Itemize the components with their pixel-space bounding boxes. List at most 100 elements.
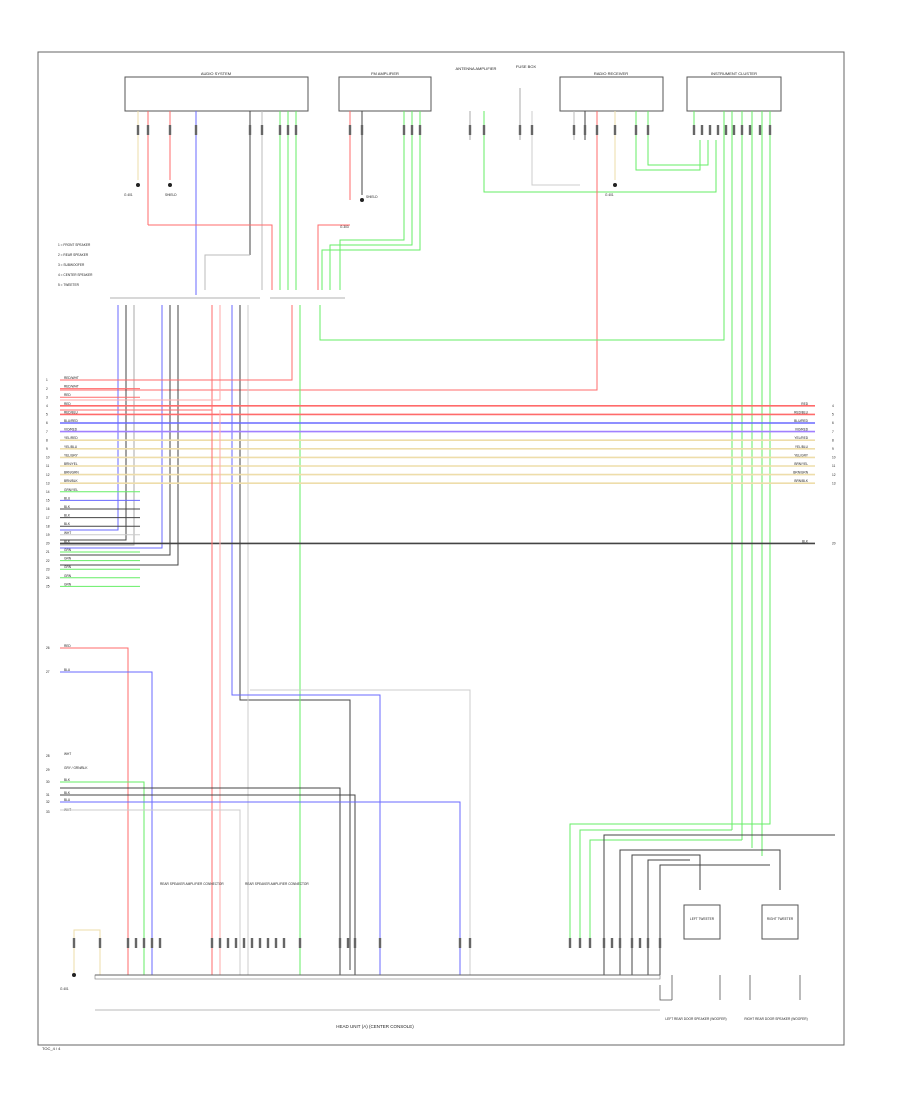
- bus-wire-label-left: RED/WHT: [64, 376, 79, 380]
- lower-row-number: 28: [46, 754, 50, 758]
- lower-row-number: 26: [46, 646, 50, 650]
- connector-pin: [634, 125, 638, 135]
- lower-wire-label: BLK: [64, 791, 71, 795]
- connector-pin: [748, 125, 752, 135]
- bus-wire-label-left: BRN/BLK: [64, 479, 79, 483]
- module-label: FM AMPLIFIER: [371, 71, 399, 76]
- head-unit-pin: [234, 938, 238, 948]
- connector-pin: [410, 125, 414, 135]
- head-unit-pin: [468, 938, 472, 948]
- head-unit-pin: [266, 938, 270, 948]
- top-left-grounds: G 401 SHIELD SHIELD G 303 G 401: [124, 183, 617, 229]
- lower-wire-label: BLU: [64, 798, 71, 802]
- ground-label: G 303: [340, 225, 349, 229]
- splice-drop-wires: [60, 305, 351, 975]
- bus-row-number: 2: [46, 387, 48, 391]
- head-unit-pin: [150, 938, 154, 948]
- bus-wire-label-left: GRN: [64, 582, 72, 586]
- bus-wire-label-left: YEL/GRY: [64, 453, 79, 457]
- left-tweeter: LEFT TWEETER: [683, 904, 721, 940]
- legend-item: 3 = SUBWOOFER: [58, 263, 85, 267]
- diagram-frame: [37, 51, 845, 1046]
- top-module-wires: [60, 88, 771, 945]
- bus-row-number: 12: [46, 473, 50, 477]
- lower-row-number: 33: [46, 810, 50, 814]
- bus-row-number: 25: [46, 585, 50, 589]
- bus-row-number: 24: [46, 576, 50, 580]
- connector-pin: [724, 125, 728, 135]
- head-unit-pin: [638, 938, 642, 948]
- connector-pin: [595, 125, 599, 135]
- head-unit-pin: [242, 938, 246, 948]
- connector-pin: [700, 125, 704, 135]
- bus-row-number-right: 11: [832, 464, 836, 468]
- ground-label: G 401: [60, 987, 69, 991]
- head-unit-pin: [218, 938, 222, 948]
- connector-pin: [168, 125, 172, 135]
- bus-wire-label-left: GRN: [64, 574, 72, 578]
- bus-wire-label-right: YEL/GRY: [794, 453, 809, 457]
- lower-wires: [60, 410, 471, 975]
- module-label: RADIO RECEIVER: [594, 71, 628, 76]
- connector-pin: [348, 125, 352, 135]
- head-unit-pin: [72, 938, 76, 948]
- bus-row-number: 19: [46, 533, 50, 537]
- connector-pin: [360, 125, 364, 135]
- connector-pin: [583, 125, 587, 135]
- lower-row-number: 30: [46, 780, 50, 784]
- bus-wire-label-left: BRN/YEL: [64, 462, 78, 466]
- head-unit-pin: [134, 938, 138, 948]
- lower-row-number: 32: [46, 800, 50, 804]
- connector-pin: [613, 125, 617, 135]
- bus-wire-label-left: BLK: [64, 514, 71, 518]
- head-unit-pin: [646, 938, 650, 948]
- legend-item: 4 = CENTER SPEAKER: [58, 273, 93, 277]
- legend-item: 2 = REAR SPEAKER: [58, 253, 89, 257]
- head-unit-pin: [210, 938, 214, 948]
- bus-row-number: 22: [46, 559, 50, 563]
- bottom-ground: G 401: [60, 973, 76, 991]
- head-unit-pin: [298, 938, 302, 948]
- connector-pin: [402, 125, 406, 135]
- head-unit-pin: [578, 938, 582, 948]
- connector-pin: [482, 125, 486, 135]
- bus-row-number: 3: [46, 395, 48, 399]
- legend-item: 1 = FRONT SPEAKER: [58, 243, 91, 247]
- head-unit-pin: [282, 938, 286, 948]
- connector-pin: [468, 125, 472, 135]
- bus-row-number: 14: [46, 490, 50, 494]
- footer-code: TOC_4 / 4: [42, 1046, 61, 1051]
- head-unit-pin: [258, 938, 262, 948]
- head-unit-pin: [126, 938, 130, 948]
- head-unit-pin: [98, 938, 102, 948]
- lower-row-number: 29: [46, 768, 50, 772]
- speaker-bracket: [659, 975, 801, 1001]
- bus-row-number: 11: [46, 464, 50, 468]
- speaker-label: LEFT TWEETER: [690, 917, 715, 921]
- connector-pin: [646, 125, 650, 135]
- head-unit-pin: [226, 938, 230, 948]
- bus-wire-label-right: BRN/GRN: [793, 471, 808, 475]
- bus-row-number: 6: [46, 421, 48, 425]
- module-label: INSTRUMENT CLUSTER: [711, 71, 757, 76]
- bus-wire-label-left: RED: [64, 402, 71, 406]
- left-rear-door-speaker-label: LEFT REAR DOOR SPEAKER (WOOFER): [665, 1017, 726, 1021]
- bus-row-number: 7: [46, 430, 48, 434]
- bus-wire-label-left: GRN: [64, 557, 72, 561]
- bus-row-number-right: 12: [832, 473, 836, 477]
- connector-pin: [248, 125, 252, 135]
- head-unit-pin: [630, 938, 634, 948]
- bus-wire-label-left: BLK: [64, 505, 71, 509]
- bus-wire-label-left: BRN/GRN: [64, 471, 79, 475]
- bus-wire-label-right: RED: [801, 402, 808, 406]
- module-instrument-cluster: INSTRUMENT CLUSTER: [686, 71, 782, 112]
- bus-row-number: 4: [46, 404, 48, 408]
- connector-pin: [136, 125, 140, 135]
- head-unit-pin: [568, 938, 572, 948]
- pin-legend: 1 = FRONT SPEAKER 2 = REAR SPEAKER 3 = S…: [58, 243, 93, 287]
- bus-row-number: 16: [46, 507, 50, 511]
- bus-wire-label-right: YEL/RED: [794, 436, 808, 440]
- bus-wire-label-right: YEL/BLU: [795, 445, 809, 449]
- head-unit-pin: [588, 938, 592, 948]
